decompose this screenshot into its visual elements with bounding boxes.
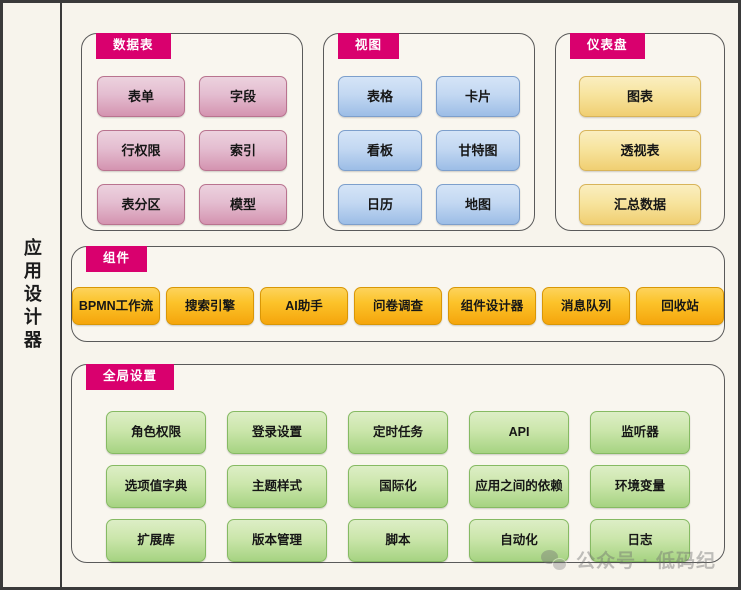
panel-tab-dashboard: 仪表盘: [570, 33, 645, 59]
node-view-kanban[interactable]: 看板: [338, 130, 422, 171]
node-view-map[interactable]: 地图: [436, 184, 520, 225]
node-global-extensions[interactable]: 扩展库: [106, 519, 206, 562]
node-component-survey[interactable]: 问卷调查: [354, 287, 442, 325]
panel-tab-component: 组件: [86, 246, 148, 272]
node-group-global-settings: 角色权限 登录设置 定时任务 API 监听器 选项值字典 主题样式 国际化 应用…: [72, 411, 724, 562]
node-datatable-model[interactable]: 模型: [199, 184, 287, 225]
node-global-theme[interactable]: 主题样式: [227, 465, 327, 508]
node-datatable-partition[interactable]: 表分区: [97, 184, 185, 225]
node-global-role-perm[interactable]: 角色权限: [106, 411, 206, 454]
node-group-datatable: 表单 字段 行权限 索引 表分区 模型: [82, 76, 302, 225]
node-view-card[interactable]: 卡片: [436, 76, 520, 117]
node-component-search[interactable]: 搜索引擎: [166, 287, 254, 325]
panel-datatable: 数据表 表单 字段 行权限 索引 表分区 模型: [81, 33, 303, 231]
panel-tab-view: 视图: [338, 33, 400, 59]
node-group-dashboard: 图表 透视表 汇总数据: [556, 76, 724, 225]
node-global-automation[interactable]: 自动化: [469, 519, 569, 562]
panel-view: 视图 表格 卡片 看板 甘特图 日历 地图: [323, 33, 535, 231]
node-global-cron[interactable]: 定时任务: [348, 411, 448, 454]
node-global-versions[interactable]: 版本管理: [227, 519, 327, 562]
node-global-logs[interactable]: 日志: [590, 519, 690, 562]
panel-global-settings: 全局设置 角色权限 登录设置 定时任务 API 监听器 选项值字典 主题样式 国…: [71, 364, 725, 563]
node-component-recycle[interactable]: 回收站: [636, 287, 724, 325]
node-global-login[interactable]: 登录设置: [227, 411, 327, 454]
node-group-view: 表格 卡片 看板 甘特图 日历 地图: [324, 76, 534, 225]
node-global-app-deps[interactable]: 应用之间的依赖: [469, 465, 569, 508]
sidebar-app-designer: 应用设计器: [3, 3, 62, 587]
panel-component: 组件 BPMN工作流 搜索引擎 AI助手 问卷调查 组件设计器 消息队列 回收站: [71, 246, 725, 342]
node-global-listener[interactable]: 监听器: [590, 411, 690, 454]
node-dashboard-chart[interactable]: 图表: [579, 76, 701, 117]
node-datatable-row-perm[interactable]: 行权限: [97, 130, 185, 171]
panel-tab-global-settings: 全局设置: [86, 364, 175, 390]
node-component-designer[interactable]: 组件设计器: [448, 287, 536, 325]
node-view-gantt[interactable]: 甘特图: [436, 130, 520, 171]
node-global-dictionary[interactable]: 选项值字典: [106, 465, 206, 508]
node-dashboard-summary[interactable]: 汇总数据: [579, 184, 701, 225]
node-component-bpmn[interactable]: BPMN工作流: [72, 287, 160, 325]
sidebar-label: 应用设计器: [21, 237, 42, 353]
node-view-calendar[interactable]: 日历: [338, 184, 422, 225]
node-global-api[interactable]: API: [469, 411, 569, 454]
node-global-script[interactable]: 脚本: [348, 519, 448, 562]
node-global-env-vars[interactable]: 环境变量: [590, 465, 690, 508]
node-global-i18n[interactable]: 国际化: [348, 465, 448, 508]
node-datatable-index[interactable]: 索引: [199, 130, 287, 171]
node-group-component: BPMN工作流 搜索引擎 AI助手 问卷调查 组件设计器 消息队列 回收站: [72, 287, 724, 325]
panel-tab-datatable: 数据表: [96, 33, 171, 59]
node-view-table[interactable]: 表格: [338, 76, 422, 117]
node-component-ai[interactable]: AI助手: [260, 287, 348, 325]
node-datatable-field[interactable]: 字段: [199, 76, 287, 117]
node-datatable-form[interactable]: 表单: [97, 76, 185, 117]
panel-dashboard: 仪表盘 图表 透视表 汇总数据: [555, 33, 725, 231]
node-component-mq[interactable]: 消息队列: [542, 287, 630, 325]
node-dashboard-pivot[interactable]: 透视表: [579, 130, 701, 171]
